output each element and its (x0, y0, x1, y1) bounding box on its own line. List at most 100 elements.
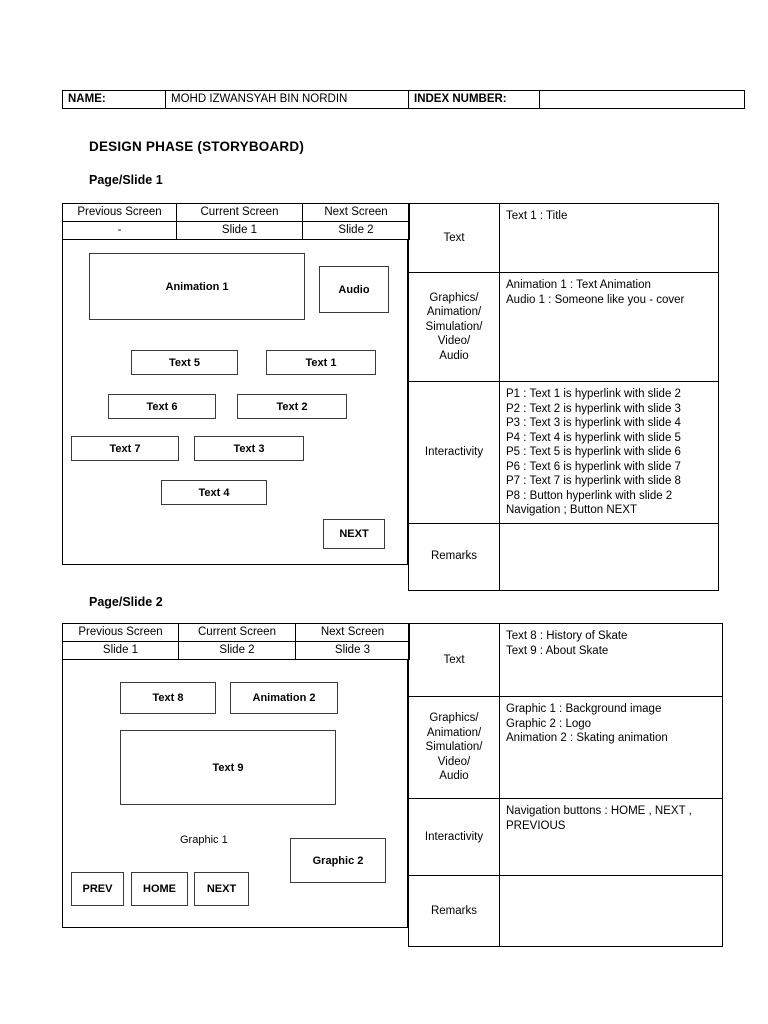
slide-1-left-panel: Previous Screen Current Screen Next Scre… (62, 203, 410, 565)
wireframe-text-9-box[interactable]: Text 9 (120, 730, 336, 805)
slide-2-interactivity-label: Interactivity (408, 798, 500, 876)
slide-1-remarks-value (499, 522, 719, 591)
slide-2-left-panel: Previous Screen Current Screen Next Scre… (62, 623, 410, 928)
wireframe-text-6-box[interactable]: Text 6 (108, 394, 216, 419)
slide-1-remarks-label: Remarks (408, 522, 500, 591)
media-label-line: Video/ (437, 335, 471, 348)
wireframe-audio-box[interactable]: Audio (319, 266, 389, 313)
slide-2-wireframe-canvas: Text 8 Animation 2 Text 9 Graphic 1 Grap… (62, 660, 408, 928)
slide-2-interactivity-row: Interactivity Navigation buttons : HOME … (408, 798, 723, 876)
wireframe-text-3-box[interactable]: Text 3 (194, 436, 304, 461)
next-screen-header: Next Screen (302, 203, 410, 222)
slide-2-text-row: Text Text 8 : History of Skate Text 9 : … (408, 623, 723, 697)
current-screen-value: Slide 1 (176, 221, 303, 240)
index-number-value (539, 90, 745, 109)
wireframe-animation-1-box[interactable]: Animation 1 (89, 253, 305, 320)
media-spec-line: Animation 1 : Text Animation (506, 279, 651, 291)
slide-1-nav-header-row: Previous Screen Current Screen Next Scre… (62, 203, 410, 222)
current-screen-header: Current Screen (176, 203, 303, 222)
text-spec-line: Text 9 : About Skate (506, 644, 609, 657)
wireframe-animation-2-box[interactable]: Animation 2 (230, 682, 338, 714)
interactivity-spec-line: P7 : Text 7 is hyperlink with slide 8 (506, 475, 681, 487)
slide-2-heading: Page/Slide 2 (89, 595, 163, 609)
slide-2-media-value: Graphic 1 : Background image Graphic 2 :… (499, 696, 723, 799)
media-label-line: Graphics/ (429, 291, 479, 304)
previous-screen-value: - (62, 221, 177, 240)
wireframe-text-4-box[interactable]: Text 4 (161, 480, 267, 505)
media-spec-line: Graphic 1 : Background image (506, 703, 662, 715)
interactivity-spec-line: P6 : Text 6 is hyperlink with slide 7 (506, 460, 681, 473)
media-spec-line: Graphic 2 : Logo (506, 717, 592, 730)
next-screen-value: Slide 2 (302, 221, 410, 240)
interactivity-spec-line: P4 : Text 4 is hyperlink with slide 5 (506, 431, 681, 444)
slide-1-nav-value-row: - Slide 1 Slide 2 (62, 221, 410, 240)
next-screen-header: Next Screen (295, 623, 410, 642)
wireframe-graphic-2-box[interactable]: Graphic 2 (290, 838, 386, 883)
interactivity-spec-line: Navigation buttons : HOME , NEXT , PREVI… (506, 805, 692, 832)
slide-1-media-value: Animation 1 : Text Animation Audio 1 : S… (499, 272, 719, 382)
wireframe-next-button[interactable]: NEXT (323, 519, 385, 549)
wireframe-text-7-box[interactable]: Text 7 (71, 436, 179, 461)
wireframe-text-5-box[interactable]: Text 5 (131, 350, 238, 375)
media-label-line: Animation/ (426, 306, 482, 319)
name-value: MOHD IZWANSYAH BIN NORDIN (165, 90, 409, 109)
previous-screen-header: Previous Screen (62, 623, 179, 642)
current-screen-header: Current Screen (178, 623, 296, 642)
interactivity-spec-line: P2 : Text 2 is hyperlink with slide 3 (506, 402, 681, 415)
slide-1-wireframe-canvas: Animation 1 Audio Text 5 Text 1 Text 6 T… (62, 240, 408, 565)
student-info-row: NAME: MOHD IZWANSYAH BIN NORDIN INDEX NU… (62, 90, 745, 109)
slide-1-spec-table: Text Text 1 : Title Graphics/ Animation/… (408, 203, 719, 591)
media-label-line: Animation/ (426, 726, 482, 739)
interactivity-spec-line: P5 : Text 5 is hyperlink with slide 6 (506, 446, 681, 458)
wireframe-text-2-box[interactable]: Text 2 (237, 394, 347, 419)
media-spec-line: Animation 2 : Skating animation (506, 732, 668, 744)
slide-1-nav-table: Previous Screen Current Screen Next Scre… (62, 203, 410, 240)
slide-1-interactivity-value: P1 : Text 1 is hyperlink with slide 2 P2… (499, 381, 719, 524)
slide-2-interactivity-value: Navigation buttons : HOME , NEXT , PREVI… (499, 798, 723, 876)
storyboard-slide-2: Previous Screen Current Screen Next Scre… (62, 623, 723, 947)
index-number-label: INDEX NUMBER: (408, 90, 540, 109)
slide-2-remarks-row: Remarks (408, 875, 723, 947)
next-screen-value: Slide 3 (295, 641, 410, 660)
slide-1-heading: Page/Slide 1 (89, 173, 163, 187)
interactivity-spec-line: P8 : Button hyperlink with slide 2 (506, 489, 673, 502)
slide-2-spec-table: Text Text 8 : History of Skate Text 9 : … (408, 623, 723, 947)
media-label-line: Graphics/ (429, 712, 479, 725)
slide-2-remarks-label: Remarks (408, 875, 500, 947)
interactivity-spec-line: Navigation ; Button NEXT (506, 504, 638, 516)
previous-screen-value: Slide 1 (62, 641, 179, 660)
slide-1-interactivity-label: Interactivity (408, 381, 500, 524)
text-spec-line: Text 1 : Title (506, 210, 568, 222)
slide-2-remarks-value (499, 875, 723, 947)
current-screen-value: Slide 2 (178, 641, 296, 660)
slide-1-media-row: Graphics/ Animation/ Simulation/ Video/ … (408, 272, 719, 382)
media-label-line: Simulation/ (425, 320, 483, 333)
slide-1-media-label: Graphics/ Animation/ Simulation/ Video/ … (408, 272, 500, 382)
slide-1-text-label: Text (408, 203, 500, 273)
slide-1-interactivity-row: Interactivity P1 : Text 1 is hyperlink w… (408, 381, 719, 524)
interactivity-spec-line: P1 : Text 1 is hyperlink with slide 2 (506, 388, 681, 400)
wireframe-next-button[interactable]: NEXT (194, 872, 249, 906)
student-info-table: NAME: MOHD IZWANSYAH BIN NORDIN INDEX NU… (62, 90, 745, 109)
wireframe-text-8-box[interactable]: Text 8 (120, 682, 216, 714)
media-label-line: Audio (439, 349, 469, 362)
slide-2-media-row: Graphics/ Animation/ Simulation/ Video/ … (408, 696, 723, 799)
page-title: DESIGN PHASE (STORYBOARD) (89, 139, 305, 154)
interactivity-spec-line: P3 : Text 3 is hyperlink with slide 4 (506, 417, 681, 429)
slide-2-nav-header-row: Previous Screen Current Screen Next Scre… (62, 623, 410, 642)
media-label-line: Video/ (437, 755, 471, 768)
slide-2-text-label: Text (408, 623, 500, 697)
wireframe-prev-button[interactable]: PREV (71, 872, 124, 906)
wireframe-home-button[interactable]: HOME (131, 872, 188, 906)
slide-1-text-value: Text 1 : Title (499, 203, 719, 273)
wireframe-graphic-1-label: Graphic 1 (180, 834, 228, 846)
slide-2-text-value: Text 8 : History of Skate Text 9 : About… (499, 623, 723, 697)
slide-1-remarks-row: Remarks (408, 522, 719, 591)
slide-2-nav-value-row: Slide 1 Slide 2 Slide 3 (62, 641, 410, 660)
slide-2-nav-table: Previous Screen Current Screen Next Scre… (62, 623, 410, 660)
media-label-line: Simulation/ (425, 741, 483, 754)
media-label-line: Audio (439, 770, 469, 783)
wireframe-text-1-box[interactable]: Text 1 (266, 350, 376, 375)
slide-1-text-row: Text Text 1 : Title (408, 203, 719, 273)
